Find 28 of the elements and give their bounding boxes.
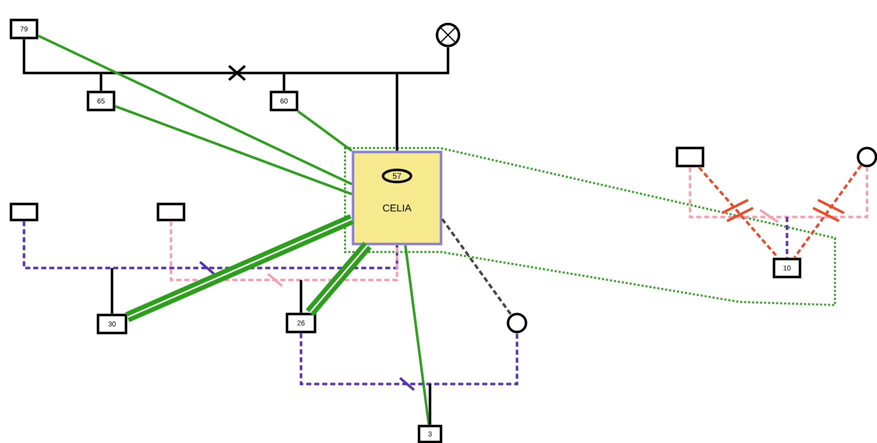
male-symbol [676, 146, 704, 168]
connector-line [698, 166, 779, 259]
male-symbol [10, 202, 38, 222]
connector-line [306, 242, 372, 316]
connector-line [404, 245, 430, 425]
connector-line [125, 214, 354, 322]
female-symbol [506, 312, 528, 334]
descent-line [110, 268, 114, 314]
connector-line [170, 221, 398, 287]
connector-line [114, 105, 352, 196]
male-symbol [156, 202, 186, 222]
descent-line [786, 216, 788, 258]
connector-line [300, 333, 518, 391]
deceased-female-symbol [436, 22, 460, 48]
index-person-box: 57 CELIA [352, 150, 442, 246]
connector-line [688, 167, 868, 224]
connector-line [793, 164, 862, 258]
female-symbol [856, 146, 877, 168]
connector-line [297, 110, 352, 152]
descent-line [282, 73, 286, 91]
descent-line [100, 73, 102, 91]
connector-line [22, 39, 450, 81]
connector-line [38, 34, 352, 186]
descent-line [428, 384, 432, 425]
descent-line [300, 280, 302, 313]
connector-line [22, 221, 398, 275]
descent-line [396, 73, 398, 151]
connector-line [441, 218, 512, 316]
